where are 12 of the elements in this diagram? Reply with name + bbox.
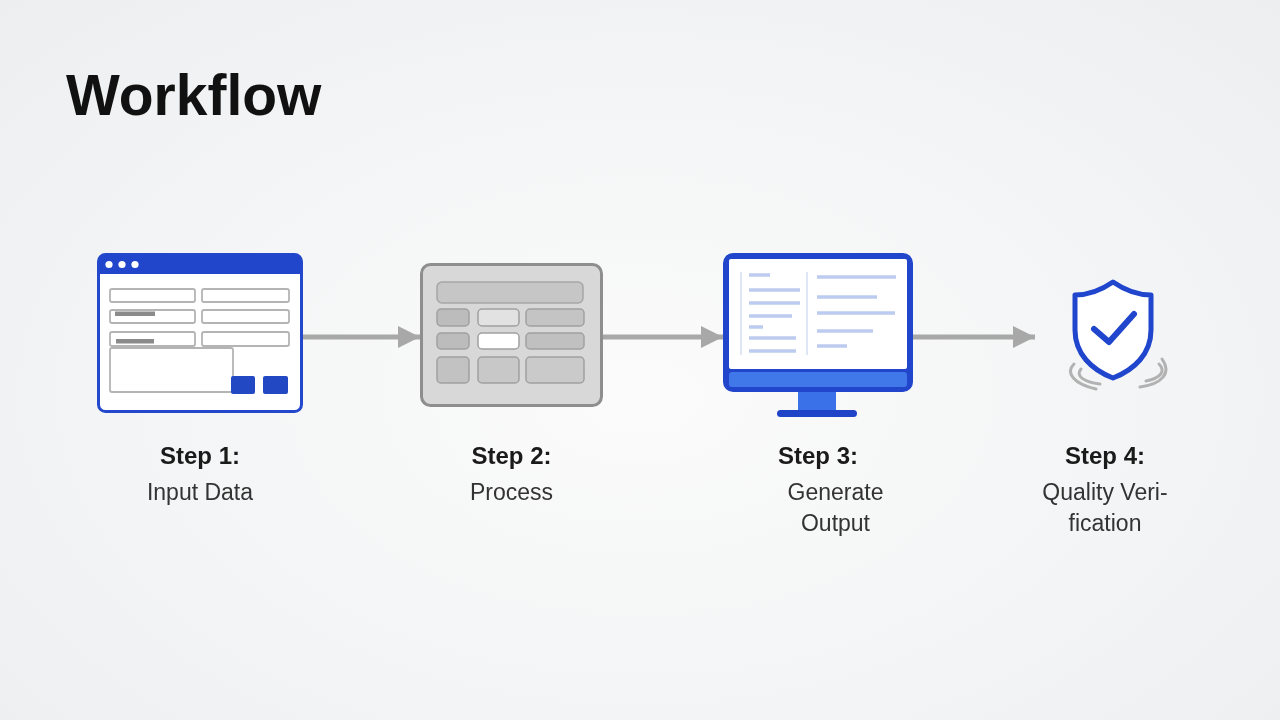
step-heading: Step 3: bbox=[777, 441, 859, 471]
step-description: Process bbox=[468, 478, 555, 507]
diagram-title: Workflow bbox=[66, 64, 322, 127]
arrow bbox=[913, 326, 1035, 348]
step-description: Generate Output bbox=[786, 478, 885, 538]
step-heading: Step 1: bbox=[159, 441, 241, 471]
arrow bbox=[603, 326, 723, 348]
step-description: Quality Veri- fication bbox=[1041, 478, 1169, 538]
arrow bbox=[303, 326, 420, 348]
step-description: Input Data bbox=[145, 478, 255, 507]
step-heading: Step 2: bbox=[470, 441, 553, 471]
step-heading: Step 4: bbox=[1064, 441, 1146, 471]
